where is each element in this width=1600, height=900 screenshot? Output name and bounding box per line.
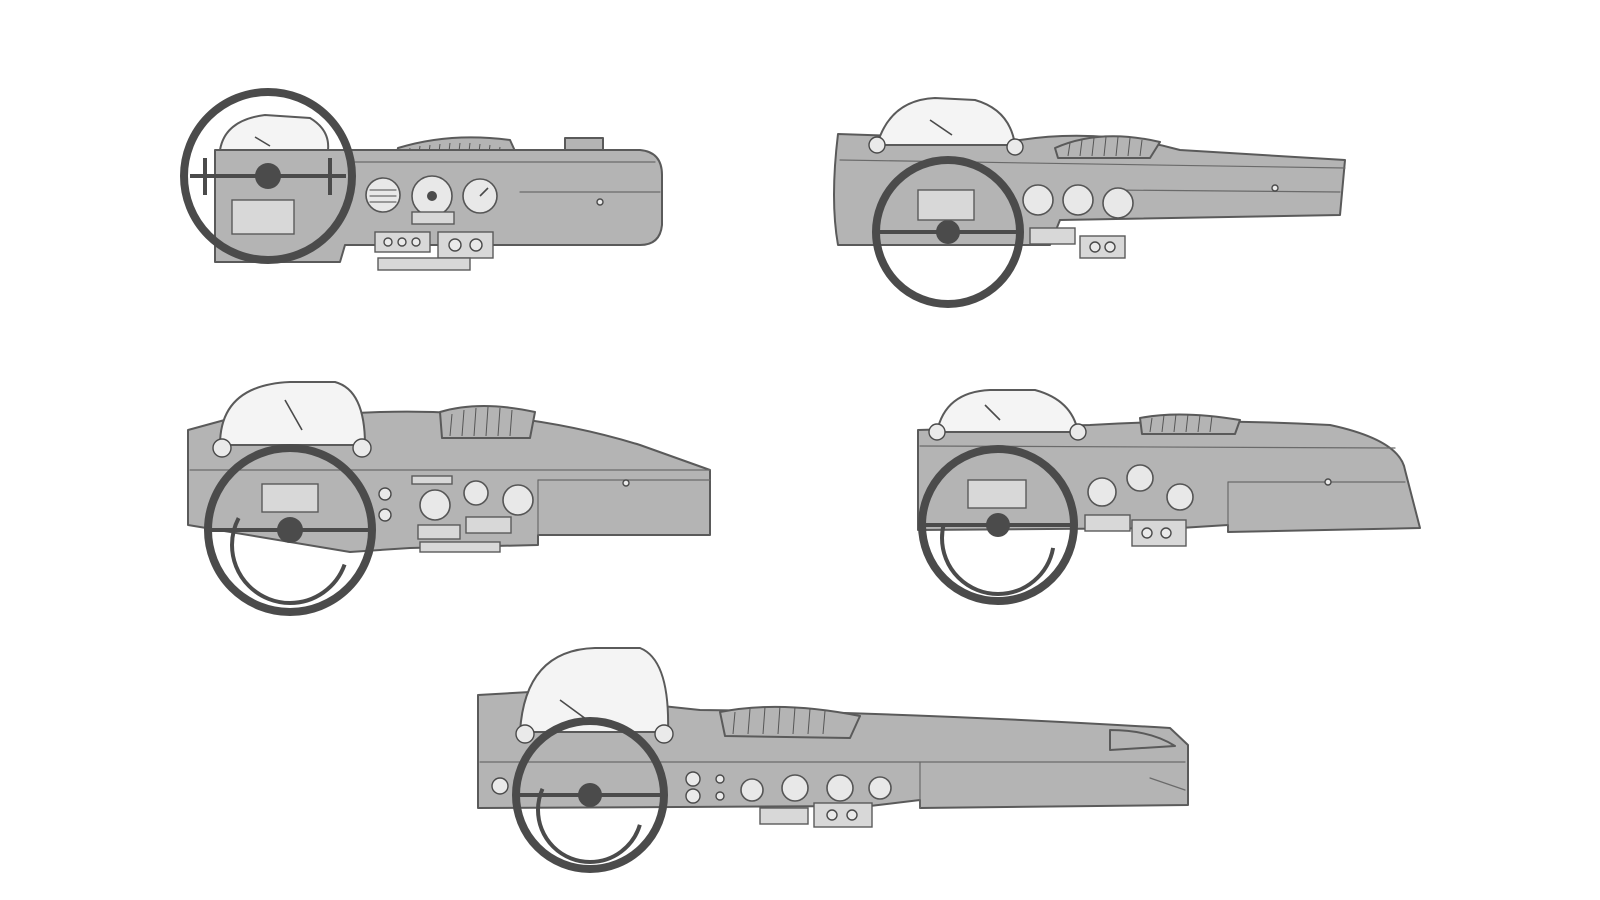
switch-panel: [1084, 514, 1131, 532]
horn-button: [578, 783, 602, 807]
temp-gauge: [868, 776, 892, 800]
dash-top-pad: [1139, 413, 1241, 435]
instrument-hood: [518, 647, 670, 733]
clock-gauge: [419, 489, 451, 521]
glovebox-lock: [622, 479, 630, 487]
steering-wheel: [512, 717, 668, 873]
switch-panel: [1029, 227, 1076, 245]
steering-wheel: [180, 88, 356, 264]
radio-box: [437, 231, 494, 259]
fuel-gauge: [1102, 187, 1134, 219]
clock-gauge: [781, 774, 809, 802]
air-vent: [365, 177, 401, 213]
dashboard-sketch-1: [180, 88, 663, 271]
pad-hatching: [1067, 136, 1143, 157]
switch-panel: [465, 516, 512, 534]
lower-trim: [419, 541, 501, 553]
fuel-gauge: [1166, 483, 1194, 511]
horn-button: [986, 513, 1010, 537]
dashboard-sketch-3: [187, 381, 711, 616]
fuel-gauge: [826, 774, 854, 802]
clock-gauge: [1126, 464, 1154, 492]
horn-button: [277, 517, 303, 543]
dashboard-sketch-4: [917, 389, 1421, 605]
instrument-hood: [218, 113, 330, 151]
switch-panel: [759, 807, 809, 825]
glovebox-lock: [1324, 478, 1332, 486]
steering-wheel: [918, 445, 1078, 605]
fuel-gauge: [502, 484, 534, 516]
heater-controls: [417, 524, 461, 540]
horn-button: [255, 163, 281, 189]
column-shroud: [967, 479, 1027, 509]
radio-box: [1131, 519, 1187, 547]
heater-controls: [411, 211, 455, 225]
column-shroud: [261, 483, 319, 513]
dashboard-sketch-2: [833, 96, 1346, 308]
radio-box: [1079, 235, 1126, 259]
column-shroud: [231, 199, 295, 235]
clock-gauge: [1062, 184, 1094, 216]
horn-button: [936, 220, 960, 244]
glovebox-lock: [596, 198, 604, 206]
dash-top-pad: [719, 705, 861, 739]
pad-hatching: [732, 705, 826, 735]
column-shroud: [917, 189, 975, 221]
pad-hatching: [449, 406, 513, 437]
air-vent: [740, 778, 764, 802]
dashboard-sketch-5: [477, 647, 1189, 873]
air-vent: [1087, 477, 1117, 507]
instrument-hood: [935, 389, 1080, 433]
air-vent: [463, 480, 489, 506]
radio-box: [813, 802, 873, 828]
lower-trim: [377, 257, 471, 271]
steering-wheel: [872, 156, 1024, 308]
glovebox-lock: [1271, 184, 1279, 192]
radio-slot: [411, 475, 453, 485]
instrument-hood: [875, 96, 1017, 146]
dash-top-pad: [1054, 135, 1161, 159]
defrost-vent: [1109, 729, 1176, 751]
steering-wheel: [204, 444, 376, 616]
air-vent: [1022, 184, 1054, 216]
pad-hatching: [1149, 413, 1213, 433]
